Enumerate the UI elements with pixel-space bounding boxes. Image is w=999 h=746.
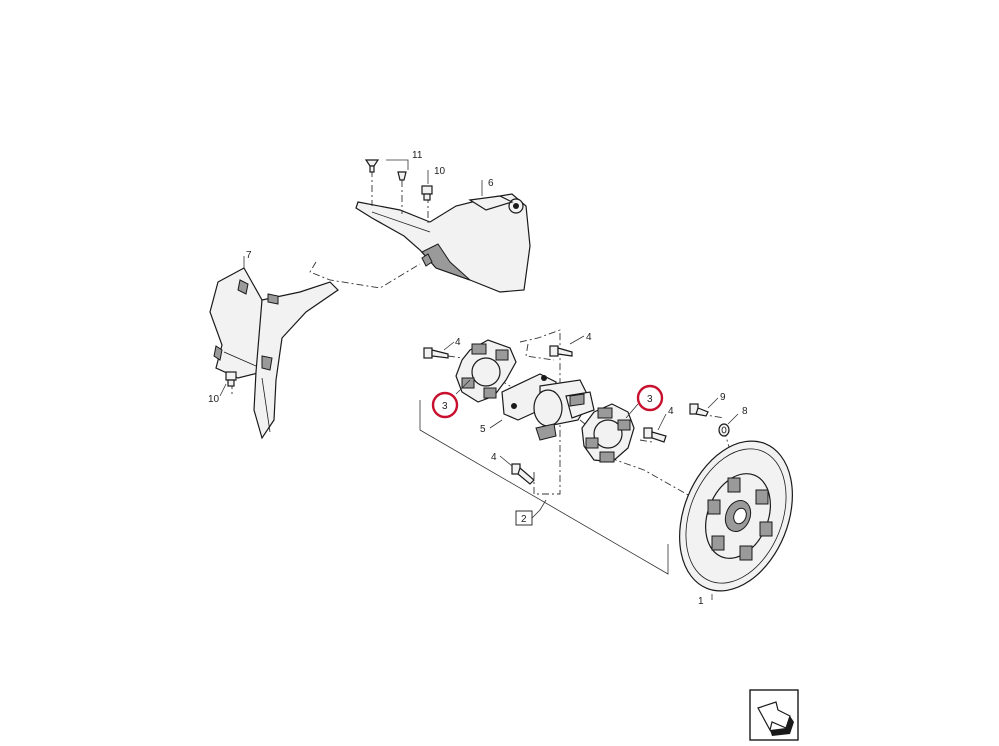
callout-2[interactable]: 2 xyxy=(521,514,527,525)
callout-7[interactable]: 7 xyxy=(246,250,252,261)
bolt-part-9 xyxy=(689,403,709,417)
highlight-circle-right xyxy=(636,384,664,412)
bolts xyxy=(225,159,730,485)
callout-4-c[interactable]: 4 xyxy=(668,406,674,417)
callout-4-d[interactable]: 4 xyxy=(491,452,497,463)
bolt-part-11b xyxy=(397,171,407,181)
callout-6[interactable]: 6 xyxy=(488,178,494,189)
part-3-coupling-right[interactable] xyxy=(581,403,635,463)
washer-part-8 xyxy=(718,423,730,437)
bolt-part-10-upper xyxy=(421,185,433,201)
part-5-shaft[interactable] xyxy=(501,373,595,441)
highlight-circle-left xyxy=(431,391,459,419)
part-1-damper-disc[interactable] xyxy=(659,424,814,608)
callout-8[interactable]: 8 xyxy=(742,406,748,417)
callout-10-lower[interactable]: 10 xyxy=(208,394,220,405)
callout-1[interactable]: 1 xyxy=(698,596,704,607)
bolt-part-4-d xyxy=(511,463,535,485)
bolt-part-11 xyxy=(364,159,380,173)
bolt-part-4-c xyxy=(643,427,667,443)
callout-4-b[interactable]: 4 xyxy=(586,332,592,343)
callout-9[interactable]: 9 xyxy=(720,392,726,403)
bolt-part-4-a xyxy=(423,347,449,359)
callout-11[interactable]: 11 xyxy=(412,150,423,161)
callout-3-right[interactable]: 3 xyxy=(647,394,653,405)
callout-2-box[interactable]: 2 xyxy=(515,510,533,526)
part-7-cover[interactable] xyxy=(209,267,339,440)
bolt-part-4-b xyxy=(549,345,573,357)
bolt-part-10-lower xyxy=(225,371,237,387)
leader-lines xyxy=(219,159,739,600)
callout-5[interactable]: 5 xyxy=(480,424,486,435)
part-6-cover[interactable] xyxy=(355,193,531,293)
callout-10-upper[interactable]: 10 xyxy=(434,166,446,177)
callout-4-a[interactable]: 4 xyxy=(455,337,461,348)
callout-3-left[interactable]: 3 xyxy=(442,401,448,412)
view-direction-arrow-icon[interactable] xyxy=(749,689,799,741)
part-3-coupling-left[interactable] xyxy=(455,339,517,403)
